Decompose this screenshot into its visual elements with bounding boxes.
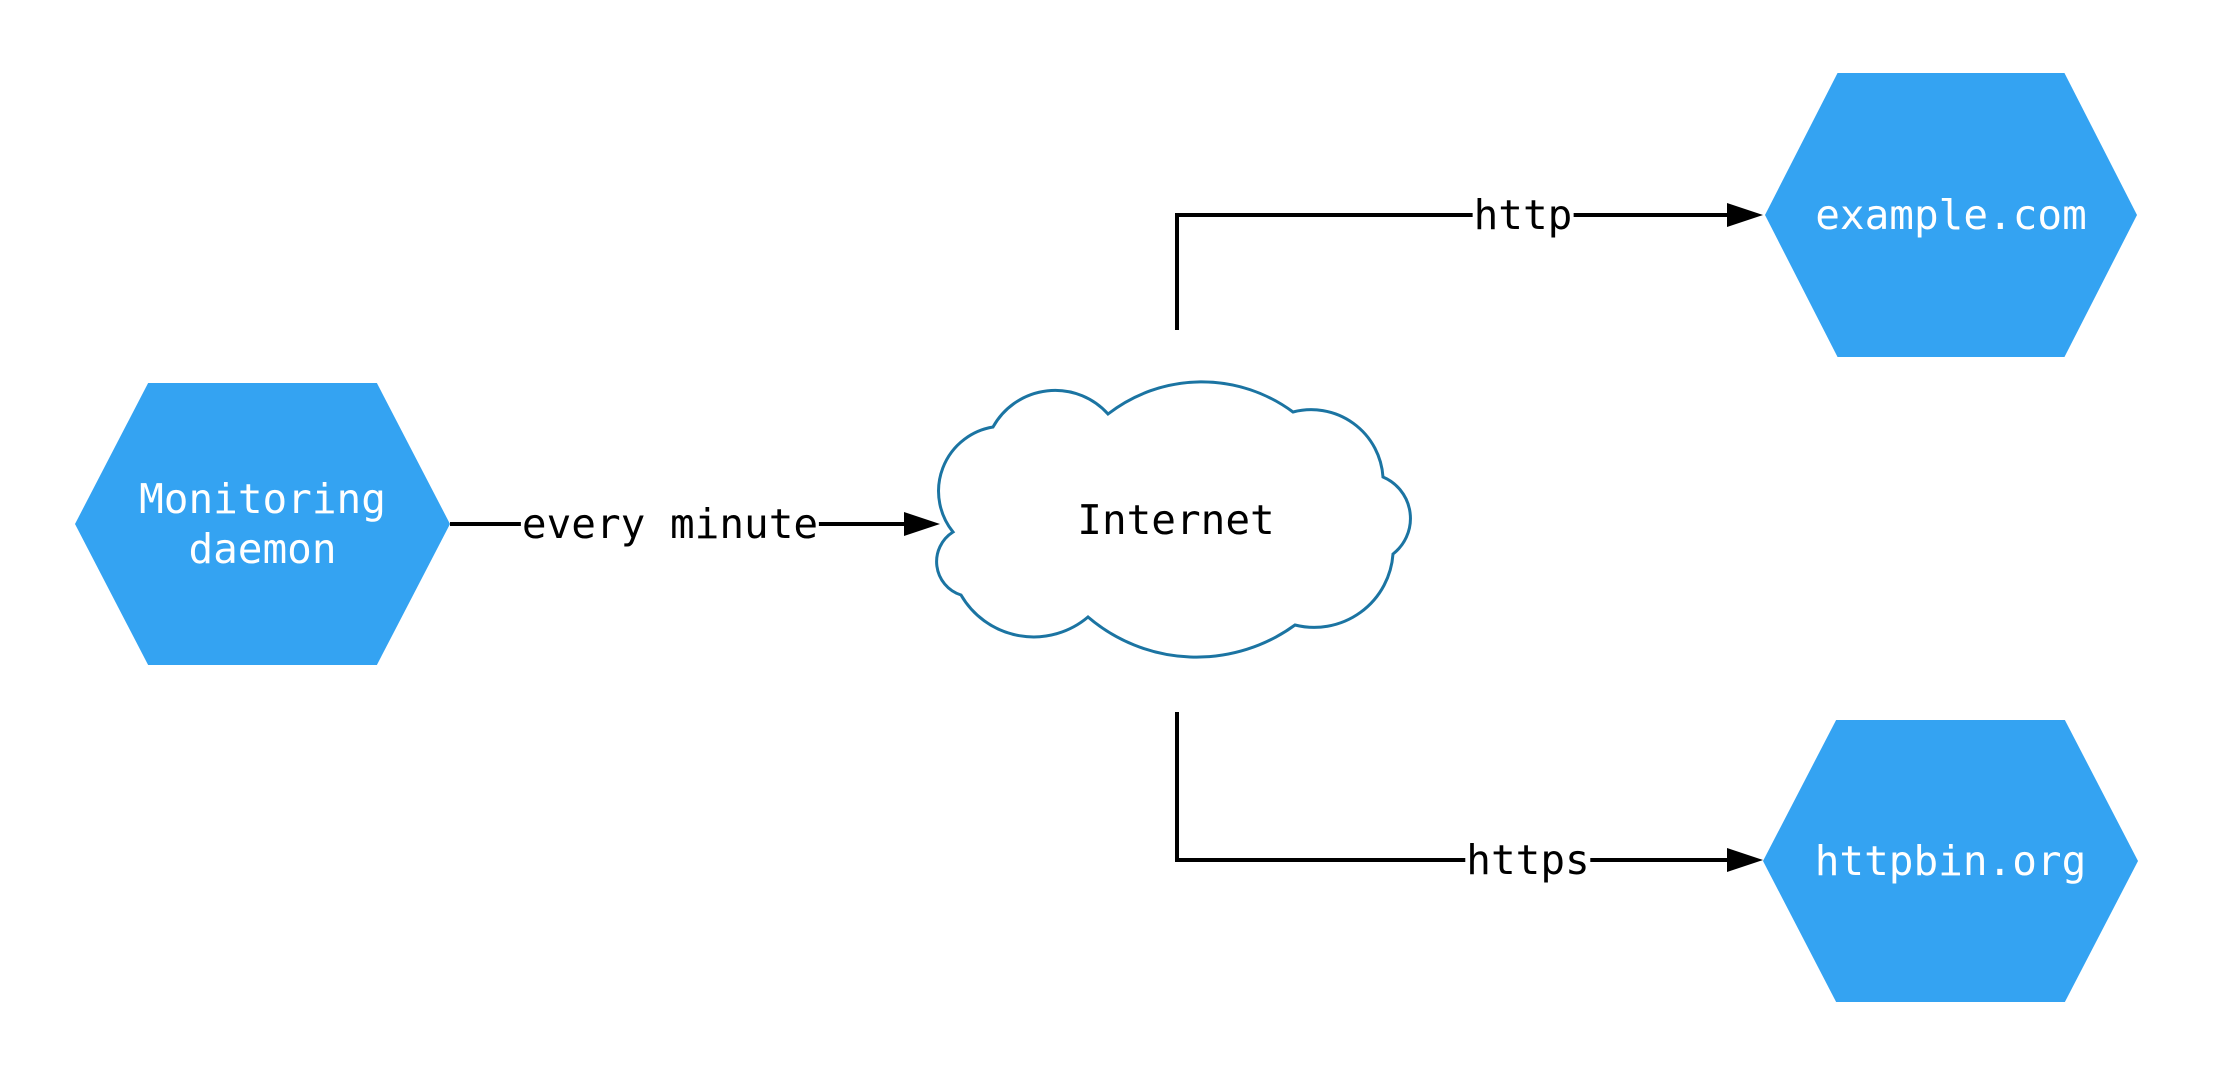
node-label: httpbin.org [1814,837,2087,885]
internet-cloud-icon [935,380,1412,659]
arrowhead-icon [904,512,940,536]
node-httpbin-org: httpbin.org [1763,720,2138,1002]
arrowhead-icon [1727,203,1763,227]
node-label: example.com [1815,191,2087,239]
node-label-line2: daemon [188,525,337,573]
node-example-com: example.com [1765,73,2137,357]
arrowhead-icon [1727,848,1763,872]
edge-internet-to-httpbin [1175,712,1731,862]
edge-label-http: http [1472,191,1574,239]
internet-cloud-label: Internet [1077,496,1275,544]
node-label-line1: Monitoring [139,475,386,523]
edge-internet-to-example [1175,213,1731,330]
node-monitoring-daemon: Monitoring daemon [75,383,450,665]
edge-label-https: https [1465,836,1591,884]
edge-label-every-minute: every minute [520,500,820,548]
